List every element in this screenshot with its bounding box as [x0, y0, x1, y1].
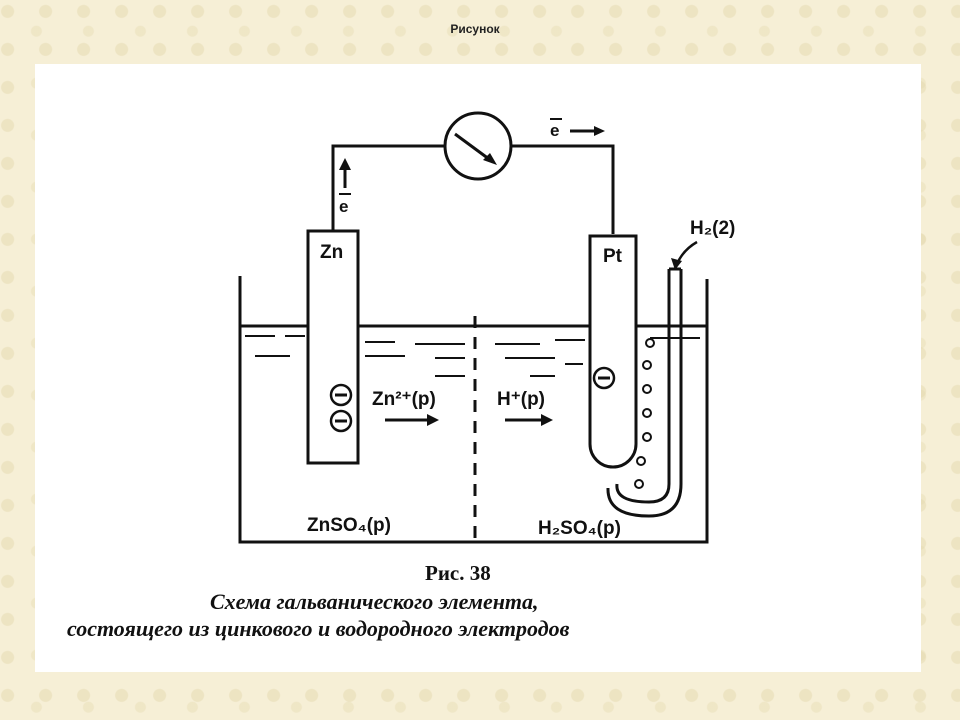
galvanometer — [443, 111, 513, 181]
electron-arrow-top — [570, 126, 605, 136]
negative-charge-zn-1 — [329, 383, 353, 407]
hydrogen-ion-arrow — [505, 414, 553, 426]
solution-right-label: H₂SO₄(р) — [538, 518, 621, 539]
hydrogen-ion-label: H⁺(р) — [497, 389, 545, 410]
negative-charge-zn-2 — [329, 409, 353, 433]
negative-charge-pt — [592, 366, 616, 390]
electron-label-top: e — [550, 121, 559, 140]
figure-sheet: e e Zn Pt H₂(2) Zn²⁺(р) — [35, 64, 921, 672]
platinum-electrode-label: Pt — [603, 246, 623, 267]
zinc-ion-label: Zn²⁺(р) — [372, 389, 436, 410]
platinum-electrode — [588, 234, 638, 469]
external-wire-right — [511, 144, 615, 234]
caption-line-2: состоящего из цинкового и водородного эл… — [67, 616, 570, 641]
figure-number: Рис. 38 — [425, 561, 491, 585]
zinc-ion-arrow — [385, 414, 439, 426]
electron-arrow-left — [339, 158, 351, 188]
hydrogen-inlet-label: H₂(2) — [690, 218, 735, 239]
solution-left-label: ZnSO₄(р) — [307, 515, 391, 536]
electron-label-left: e — [339, 197, 348, 216]
caption-line-1: Схема гальванического элемента, — [210, 589, 539, 614]
hydrogen-gas-tube — [615, 269, 671, 504]
hydrogen-inlet-arrow — [671, 240, 698, 270]
page-title: Рисунок — [450, 22, 500, 36]
beaker — [238, 276, 709, 544]
hydrogen-gas-tube-outer — [606, 269, 683, 518]
galvanic-cell-diagram: e e Zn Pt H₂(2) Zn²⁺(р) — [67, 111, 735, 641]
hydrogen-bubbles — [634, 338, 655, 489]
external-wire — [331, 144, 445, 234]
zinc-electrode-label: Zn — [320, 242, 343, 263]
